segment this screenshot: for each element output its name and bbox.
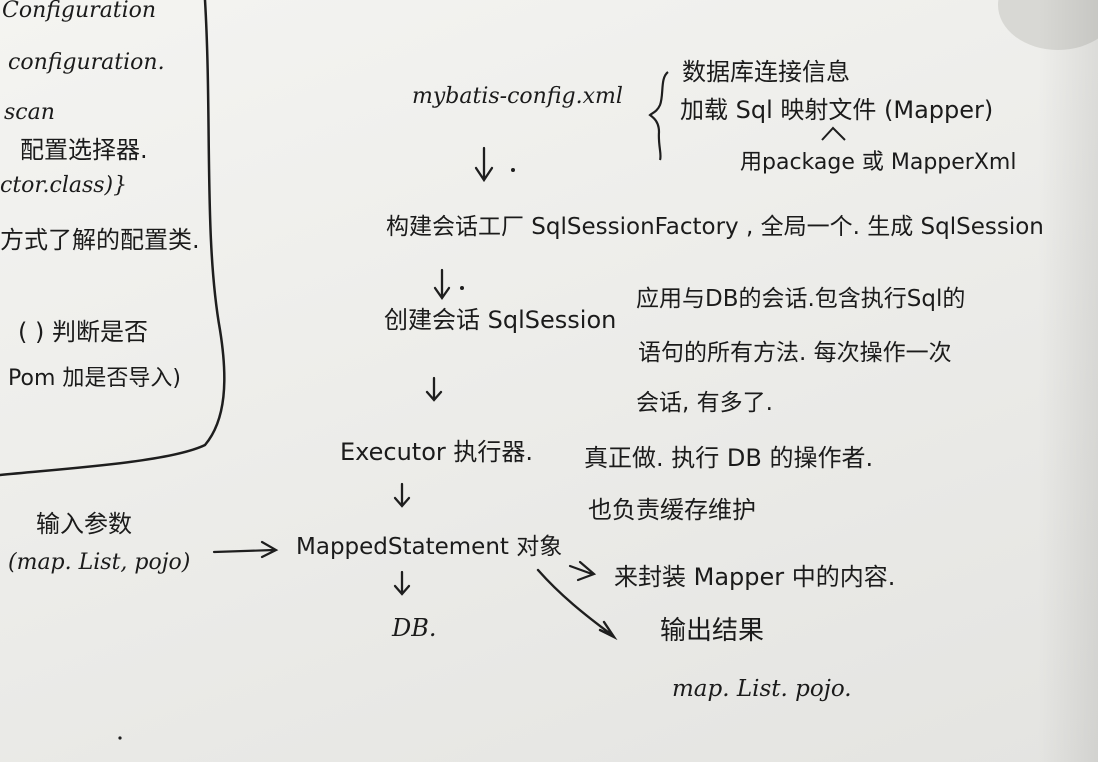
output-arrow <box>536 568 618 641</box>
step-executor: Executor 执行器. <box>340 438 534 466</box>
left-line-2: configuration. <box>8 50 165 75</box>
executor-note-2: 也负责缓存维护 <box>588 496 756 524</box>
paper-shadow <box>1038 0 1098 762</box>
mapped-note: 来封装 Mapper 中的内容. <box>614 563 896 591</box>
session-note-3: 会话, 有多了. <box>636 390 773 416</box>
left-line-4: 配置选择器. <box>20 136 148 164</box>
left-line-6: 方式了解的配置类. <box>0 226 200 254</box>
step-mapped-statement: MappedStatement 对象 <box>296 534 563 560</box>
left-line-3: scan <box>4 100 55 125</box>
mapped-note-arrow <box>568 560 597 582</box>
flow-down-arrows <box>393 146 494 596</box>
left-line-1: Configuration <box>2 0 157 23</box>
session-note-2: 语句的所有方法. 每次操作一次 <box>638 340 952 366</box>
output-result-types: map. List. pojo. <box>672 676 852 702</box>
left-line-7: ( ) 判断是否 <box>18 318 148 346</box>
left-line-8: Pom 加是否导入) <box>8 366 181 391</box>
config-note-2: 加载 Sql 映射文件 (Mapper) <box>680 96 994 124</box>
output-result-label: 输出结果 <box>660 616 765 646</box>
input-params-label: 输入参数 <box>36 510 132 538</box>
left-line-5: ctor.class)} <box>0 173 128 198</box>
executor-note-1: 真正做. 执行 DB 的操作者. <box>584 444 874 472</box>
step-session-factory: 构建会话工厂 SqlSessionFactory , 全局一个. 生成 SqlS… <box>386 214 1044 240</box>
config-note-3: 用package 或 MapperXml <box>740 150 1017 175</box>
session-note-1: 应用与DB的会话.包含执行Sql的 <box>636 286 966 312</box>
caret-mark <box>821 126 846 141</box>
input-arrow <box>212 540 279 559</box>
config-brace <box>648 71 669 161</box>
config-file-label: mybatis-config.xml <box>412 84 623 109</box>
left-box-border <box>0 0 226 477</box>
db-label: DB. <box>392 614 437 642</box>
step-create-session: 创建会话 SqlSession <box>384 306 617 334</box>
config-note-1: 数据库连接信息 <box>682 58 850 86</box>
input-params-types: (map. List, pojo) <box>8 550 191 575</box>
